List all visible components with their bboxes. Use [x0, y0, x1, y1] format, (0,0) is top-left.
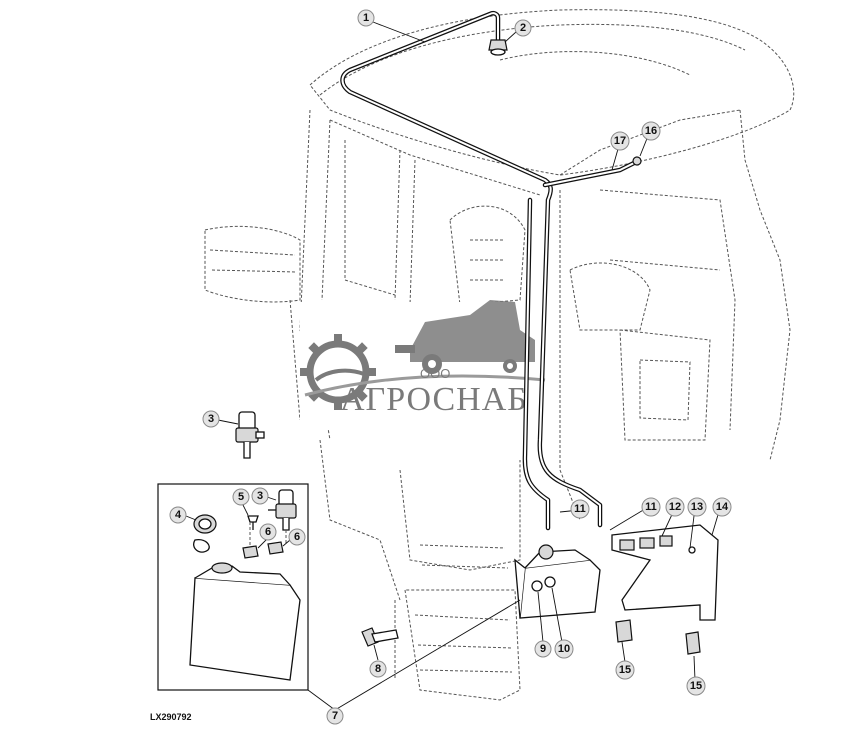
callout-label: 15: [619, 664, 631, 676]
callout-label: 17: [614, 135, 626, 147]
callout-label: 13: [691, 501, 703, 513]
callout-label: 1: [363, 12, 369, 24]
callout-2: 2: [514, 19, 532, 37]
callout-label: 10: [558, 643, 570, 655]
callout-12: 12: [665, 497, 685, 517]
callout-label: 6: [265, 526, 271, 538]
callout-11-right: 11: [641, 497, 661, 517]
callout-label: 8: [375, 663, 381, 675]
callout-4: 4: [169, 506, 187, 524]
callout-label: 15: [690, 680, 702, 692]
mounting-bolt: [361, 627, 399, 647]
harvester-icon: [395, 300, 535, 374]
callout-label: 11: [574, 503, 586, 515]
washer-pump-upper: [235, 411, 265, 459]
washer-nozzle-top: [488, 39, 508, 56]
callout-3-inset: 3: [251, 487, 269, 505]
callout-8: 8: [369, 660, 387, 678]
callout-label: 11: [645, 501, 657, 513]
washer-reservoir-installed: [514, 544, 601, 619]
callout-label: 7: [332, 710, 338, 722]
bracket-clip-right: [685, 631, 701, 655]
reservoir-bracket: [611, 524, 719, 621]
washer-nozzle-rear: [632, 156, 642, 166]
callout-13: 13: [687, 497, 707, 517]
callout-11-left: 11: [570, 499, 590, 519]
gear-icon: [300, 334, 376, 410]
callout-15-right: 15: [686, 676, 706, 696]
callout-7: 7: [326, 707, 344, 725]
callout-6-left: 6: [259, 523, 277, 541]
callout-5: 5: [232, 488, 250, 506]
callout-label: 3: [208, 413, 214, 425]
watermark-company-name: АГРОСНАБ: [340, 381, 528, 418]
callout-1: 1: [357, 9, 375, 27]
callout-label: 6: [294, 531, 300, 543]
callout-9: 9: [534, 640, 552, 658]
cab-phantom-outline: [204, 9, 795, 701]
callout-17: 17: [610, 131, 630, 151]
callout-6-right: 6: [288, 528, 306, 546]
callout-14: 14: [712, 497, 732, 517]
bracket-clip-left: [615, 619, 633, 643]
washer-hose: [340, 10, 639, 531]
callout-label: 12: [669, 501, 681, 513]
callout-label: 9: [540, 643, 546, 655]
callout-label: 5: [238, 491, 244, 503]
callout-label: 16: [645, 125, 657, 137]
callout-15-left: 15: [615, 660, 635, 680]
callout-3-upper: 3: [202, 410, 220, 428]
callout-10: 10: [554, 639, 574, 659]
callout-label: 3: [257, 490, 263, 502]
watermark-org-prefix: ООО: [420, 366, 450, 381]
callout-16: 16: [641, 121, 661, 141]
callout-label: 2: [520, 22, 526, 34]
callout-label: 4: [175, 509, 182, 521]
figure-reference-code: LX290792: [150, 712, 192, 722]
watermark: ООО АГРОСНАБ: [300, 300, 546, 430]
callout-label: 14: [716, 501, 729, 513]
